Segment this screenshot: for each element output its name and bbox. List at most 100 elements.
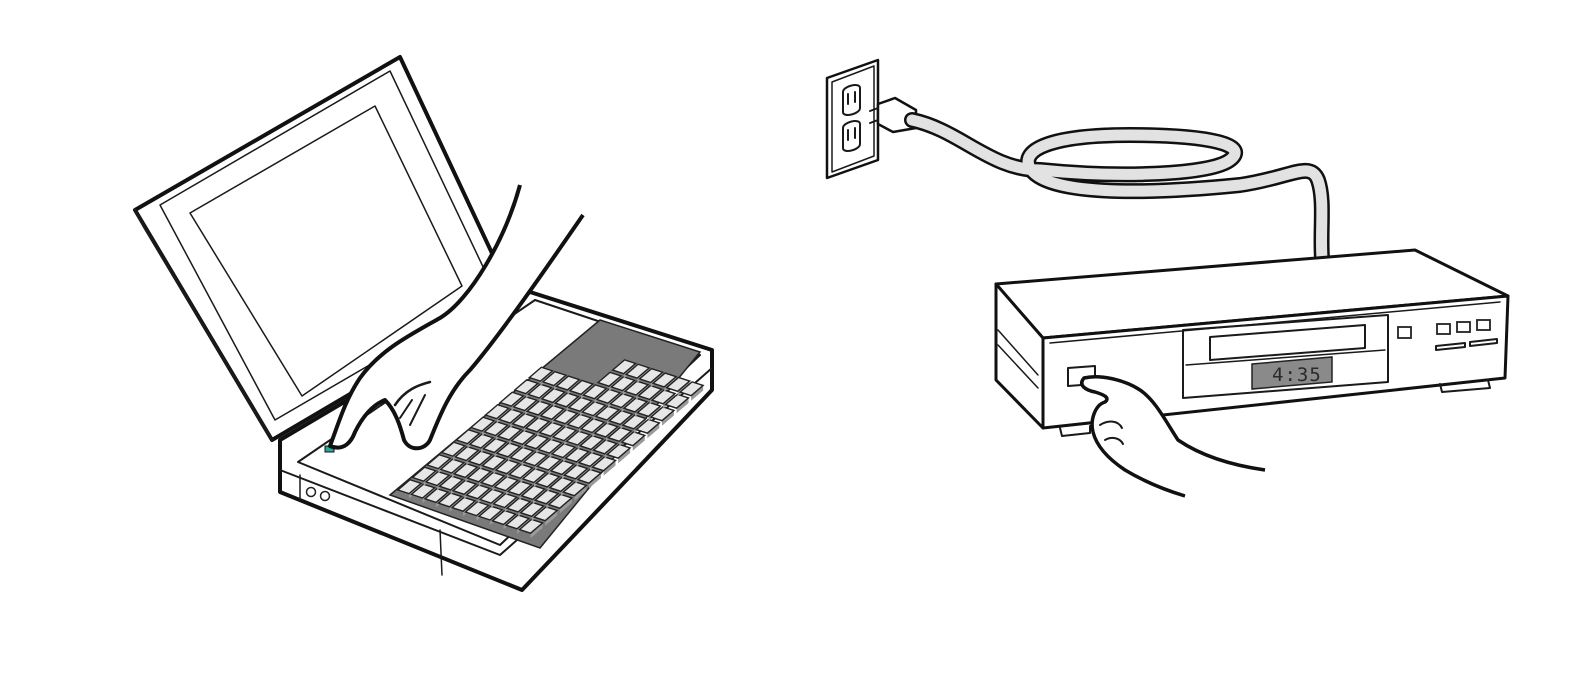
keyboard-key[interactable] <box>624 363 651 379</box>
keyboard-key[interactable] <box>453 445 480 462</box>
keyboard-key[interactable] <box>512 395 539 412</box>
keyboard-key[interactable] <box>497 408 524 424</box>
keyboard-key[interactable] <box>594 405 621 421</box>
keyboard-key[interactable] <box>492 492 519 509</box>
keyboard-key[interactable] <box>554 375 581 391</box>
keyboard-key[interactable] <box>593 422 620 438</box>
keyboard-key[interactable] <box>520 484 547 501</box>
keyboard-key[interactable] <box>553 392 580 408</box>
keyboard-key[interactable] <box>481 437 508 454</box>
keyboard-key[interactable] <box>496 425 523 441</box>
keyboard-key[interactable] <box>635 401 662 418</box>
keyboard-key[interactable] <box>479 471 506 487</box>
keyboard-key[interactable] <box>568 379 595 396</box>
keyboard-key[interactable] <box>596 371 623 387</box>
control-button-2[interactable] <box>1456 321 1471 333</box>
keyboard-key[interactable] <box>549 459 576 476</box>
keyboard-key[interactable] <box>580 400 607 417</box>
keyboard-key[interactable] <box>451 479 478 496</box>
control-button-3[interactable] <box>1476 319 1491 331</box>
keyboard-key[interactable] <box>467 450 494 466</box>
keyboard-key[interactable] <box>526 383 553 399</box>
keyboard-key[interactable] <box>494 459 521 475</box>
keyboard-key[interactable] <box>564 447 590 463</box>
keyboard-key[interactable] <box>521 467 548 484</box>
keyboard-key[interactable] <box>665 376 692 393</box>
keyboard-key[interactable] <box>621 414 648 430</box>
keyboard-key[interactable] <box>622 397 649 413</box>
keyboard-key[interactable] <box>423 487 450 504</box>
keyboard-key[interactable] <box>493 475 520 492</box>
keyboard-key[interactable] <box>651 372 678 388</box>
keyboard-key[interactable] <box>533 489 560 505</box>
keyboard-key[interactable] <box>551 425 578 442</box>
keyboard-key[interactable] <box>410 483 436 499</box>
keyboard-key[interactable] <box>538 421 565 437</box>
keyboard-key[interactable] <box>607 409 634 426</box>
keyboard-key[interactable] <box>480 454 507 471</box>
keyboard-key[interactable] <box>606 426 633 443</box>
keyboard-key[interactable] <box>537 438 563 454</box>
keyboard-key[interactable] <box>466 467 493 483</box>
keyboard-key[interactable] <box>498 391 525 407</box>
keyboard-key[interactable] <box>478 488 505 504</box>
keyboard-key[interactable] <box>465 484 492 500</box>
keyboard-key[interactable] <box>650 389 677 405</box>
keyboard-key[interactable] <box>506 480 533 496</box>
keyboard-key[interactable] <box>576 468 603 484</box>
keyboard-key[interactable] <box>550 442 577 459</box>
keyboard-key[interactable] <box>562 464 589 480</box>
keyboard-key[interactable] <box>611 359 638 375</box>
keyboard-key[interactable] <box>577 451 604 468</box>
keyboard-key[interactable] <box>664 393 690 409</box>
keyboard-key[interactable] <box>539 404 566 421</box>
keyboard-key[interactable] <box>437 492 463 508</box>
keyboard-key[interactable] <box>491 509 517 526</box>
keyboard-key[interactable] <box>610 375 636 392</box>
keyboard-key[interactable] <box>483 420 509 437</box>
keyboard-key[interactable] <box>504 514 531 530</box>
keyboard-key[interactable] <box>523 434 550 450</box>
keyboard-key[interactable] <box>547 493 574 509</box>
keyboard-key[interactable] <box>454 428 481 445</box>
keyboard-key[interactable] <box>450 496 477 512</box>
keyboard-key[interactable] <box>535 455 562 471</box>
keyboard-key[interactable] <box>525 400 552 416</box>
keyboard-key[interactable] <box>595 388 622 404</box>
keyboard-key[interactable] <box>649 406 676 422</box>
keyboard-key[interactable] <box>522 450 549 467</box>
keyboard-key[interactable] <box>552 409 579 425</box>
keyboard-key[interactable] <box>540 387 567 404</box>
keyboard-key[interactable] <box>637 384 663 401</box>
keyboard-key[interactable] <box>469 416 496 432</box>
keyboard-key[interactable] <box>439 458 466 474</box>
keyboard-key[interactable] <box>591 456 617 472</box>
keyboard-key[interactable] <box>566 413 593 429</box>
keyboard-key[interactable] <box>527 366 554 382</box>
keyboard-key[interactable] <box>513 378 540 395</box>
keyboard-key[interactable] <box>511 412 538 429</box>
keyboard-key[interactable] <box>424 470 451 487</box>
keyboard-key[interactable] <box>438 475 465 491</box>
keyboard-key[interactable] <box>561 481 588 497</box>
keyboard-key[interactable] <box>468 433 495 449</box>
keyboard-key[interactable] <box>634 418 661 434</box>
keyboard-key[interactable] <box>411 466 438 482</box>
keyboard-key[interactable] <box>592 439 619 455</box>
keyboard-key[interactable] <box>565 430 592 446</box>
keyboard-key[interactable] <box>510 429 536 446</box>
keyboard-key[interactable] <box>477 505 504 521</box>
keyboard-key[interactable] <box>495 442 522 458</box>
keyboard-key[interactable] <box>452 462 479 479</box>
keyboard-key[interactable] <box>620 431 647 447</box>
keyboard-key[interactable] <box>608 392 635 409</box>
keyboard-key[interactable] <box>507 463 534 479</box>
keyboard-key[interactable] <box>524 417 551 433</box>
keyboard-key[interactable] <box>464 500 490 517</box>
keyboard-key[interactable] <box>578 434 605 451</box>
keyboard-key[interactable] <box>548 476 575 493</box>
keyboard-key[interactable] <box>581 384 608 400</box>
keyboard-key[interactable] <box>605 443 632 459</box>
keyboard-key[interactable] <box>440 441 467 457</box>
keyboard-key[interactable] <box>678 381 705 397</box>
